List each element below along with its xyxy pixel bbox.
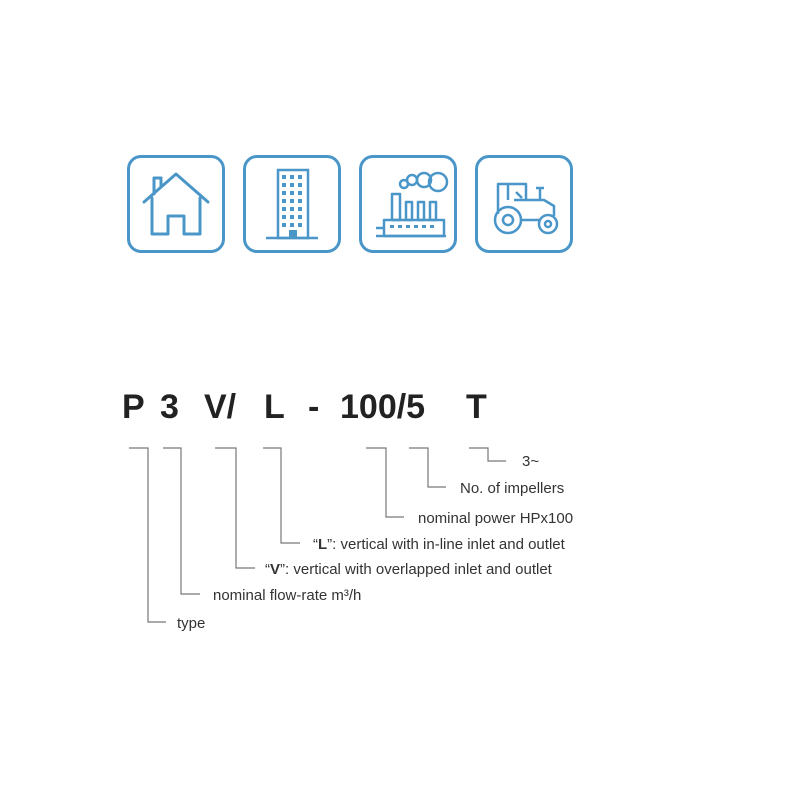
connector-v [215,447,255,569]
label-v-key: V [270,561,281,578]
factory-tile [359,155,457,253]
label-power: nominal power HPx100 [418,510,574,527]
code-dash: - [308,388,320,426]
connector-flow [163,447,200,595]
house-tile [127,155,225,253]
label-flow: nominal flow-rate m³/h [213,587,362,604]
connector-t [469,447,506,462]
label-t: 3~ [522,453,540,470]
connector-l [263,447,300,544]
building-icon [266,168,318,240]
tractor-icon [493,182,559,235]
house-icon [142,172,210,236]
code-3: 3 [160,388,179,426]
label-v-desc: : vertical with overlapped inlet and out… [285,561,552,578]
building-tile [243,155,341,253]
code-v: V/ [204,388,237,426]
connector-type [129,447,166,623]
label-type: type [177,615,206,632]
label-impellers: No. of impellers [460,480,565,497]
code-t: T [466,388,487,426]
label-l: “L”: vertical with in-line inlet and out… [313,536,565,553]
connector-power [366,447,404,518]
factory-icon [376,171,449,238]
code-p: P [122,388,145,426]
label-l-key: L [318,536,328,553]
label-l-desc: : vertical with in-line inlet and outlet [332,536,565,553]
tractor-tile [475,155,573,253]
label-v: “V”: vertical with overlapped inlet and … [265,561,552,578]
code-power-impellers: 100/5 [340,388,426,426]
connector-impellers [409,447,446,488]
code-l: L [264,388,285,426]
